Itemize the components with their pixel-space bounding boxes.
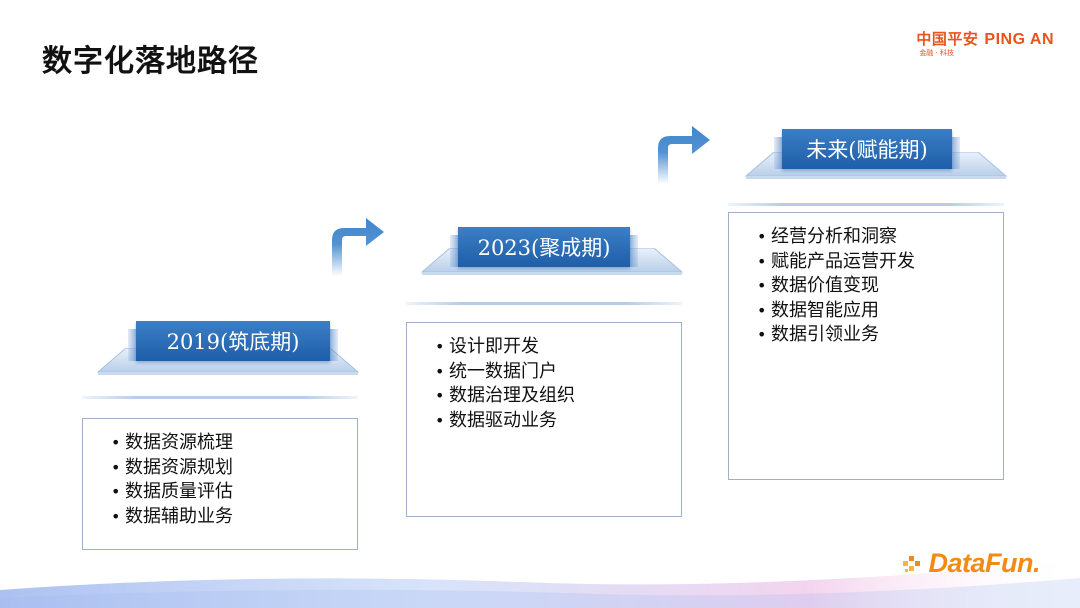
stage-2-box: 设计即开发 统一数据门户 数据治理及组织 数据驱动业务 xyxy=(406,322,682,517)
stage-1-list: 数据资源梳理 数据资源规划 数据质量评估 数据辅助业务 xyxy=(111,431,357,529)
stage-2-label: 2023(聚成期) xyxy=(450,227,638,267)
stage-1-divider xyxy=(82,396,358,399)
datafun-logo: DataFun. xyxy=(903,548,1040,579)
stage-3-box: 经营分析和洞察 赋能产品运营开发 数据价值变现 数据智能应用 数据引领业务 xyxy=(728,212,1004,480)
footer-wave-decoration xyxy=(0,560,1080,608)
list-item: 统一数据门户 xyxy=(435,360,681,385)
list-item: 数据智能应用 xyxy=(757,299,1003,324)
logo-en: PING AN xyxy=(984,31,1054,48)
pixel-mark-icon xyxy=(903,555,921,572)
stage-1-box: 数据资源梳理 数据资源规划 数据质量评估 数据辅助业务 xyxy=(82,418,358,550)
logo-cn: 中国平安 xyxy=(916,30,979,48)
stage-3-divider xyxy=(728,203,1004,206)
curved-arrow-icon xyxy=(332,218,384,276)
list-item: 数据治理及组织 xyxy=(435,384,681,409)
list-item: 赋能产品运营开发 xyxy=(757,250,1003,275)
curved-arrow-icon xyxy=(658,126,710,184)
list-item: 数据驱动业务 xyxy=(435,409,681,434)
list-item: 数据价值变现 xyxy=(757,274,1003,299)
page-title: 数字化落地路径 xyxy=(42,44,259,79)
list-item: 数据引领业务 xyxy=(757,323,1003,348)
list-item: 数据资源规划 xyxy=(111,456,357,481)
list-item: 设计即开发 xyxy=(435,335,681,360)
list-item: 数据辅助业务 xyxy=(111,505,357,530)
logo-tagline: 金融 · 科技 xyxy=(919,49,954,57)
stage-1-label: 2019(筑底期) xyxy=(128,321,338,361)
list-item: 经营分析和洞察 xyxy=(757,225,1003,250)
stage-3-label: 未来(赋能期) xyxy=(774,129,960,169)
list-item: 数据资源梳理 xyxy=(111,431,357,456)
stage-2-list: 设计即开发 统一数据门户 数据治理及组织 数据驱动业务 xyxy=(435,335,681,433)
datafun-brand: DataFun. xyxy=(928,548,1040,578)
stage-2-divider xyxy=(406,302,682,305)
stage-3-list: 经营分析和洞察 赋能产品运营开发 数据价值变现 数据智能应用 数据引领业务 xyxy=(757,225,1003,348)
list-item: 数据质量评估 xyxy=(111,480,357,505)
ping-an-logo: 中国平安 PING AN 金融 · 科技 xyxy=(894,28,1054,62)
